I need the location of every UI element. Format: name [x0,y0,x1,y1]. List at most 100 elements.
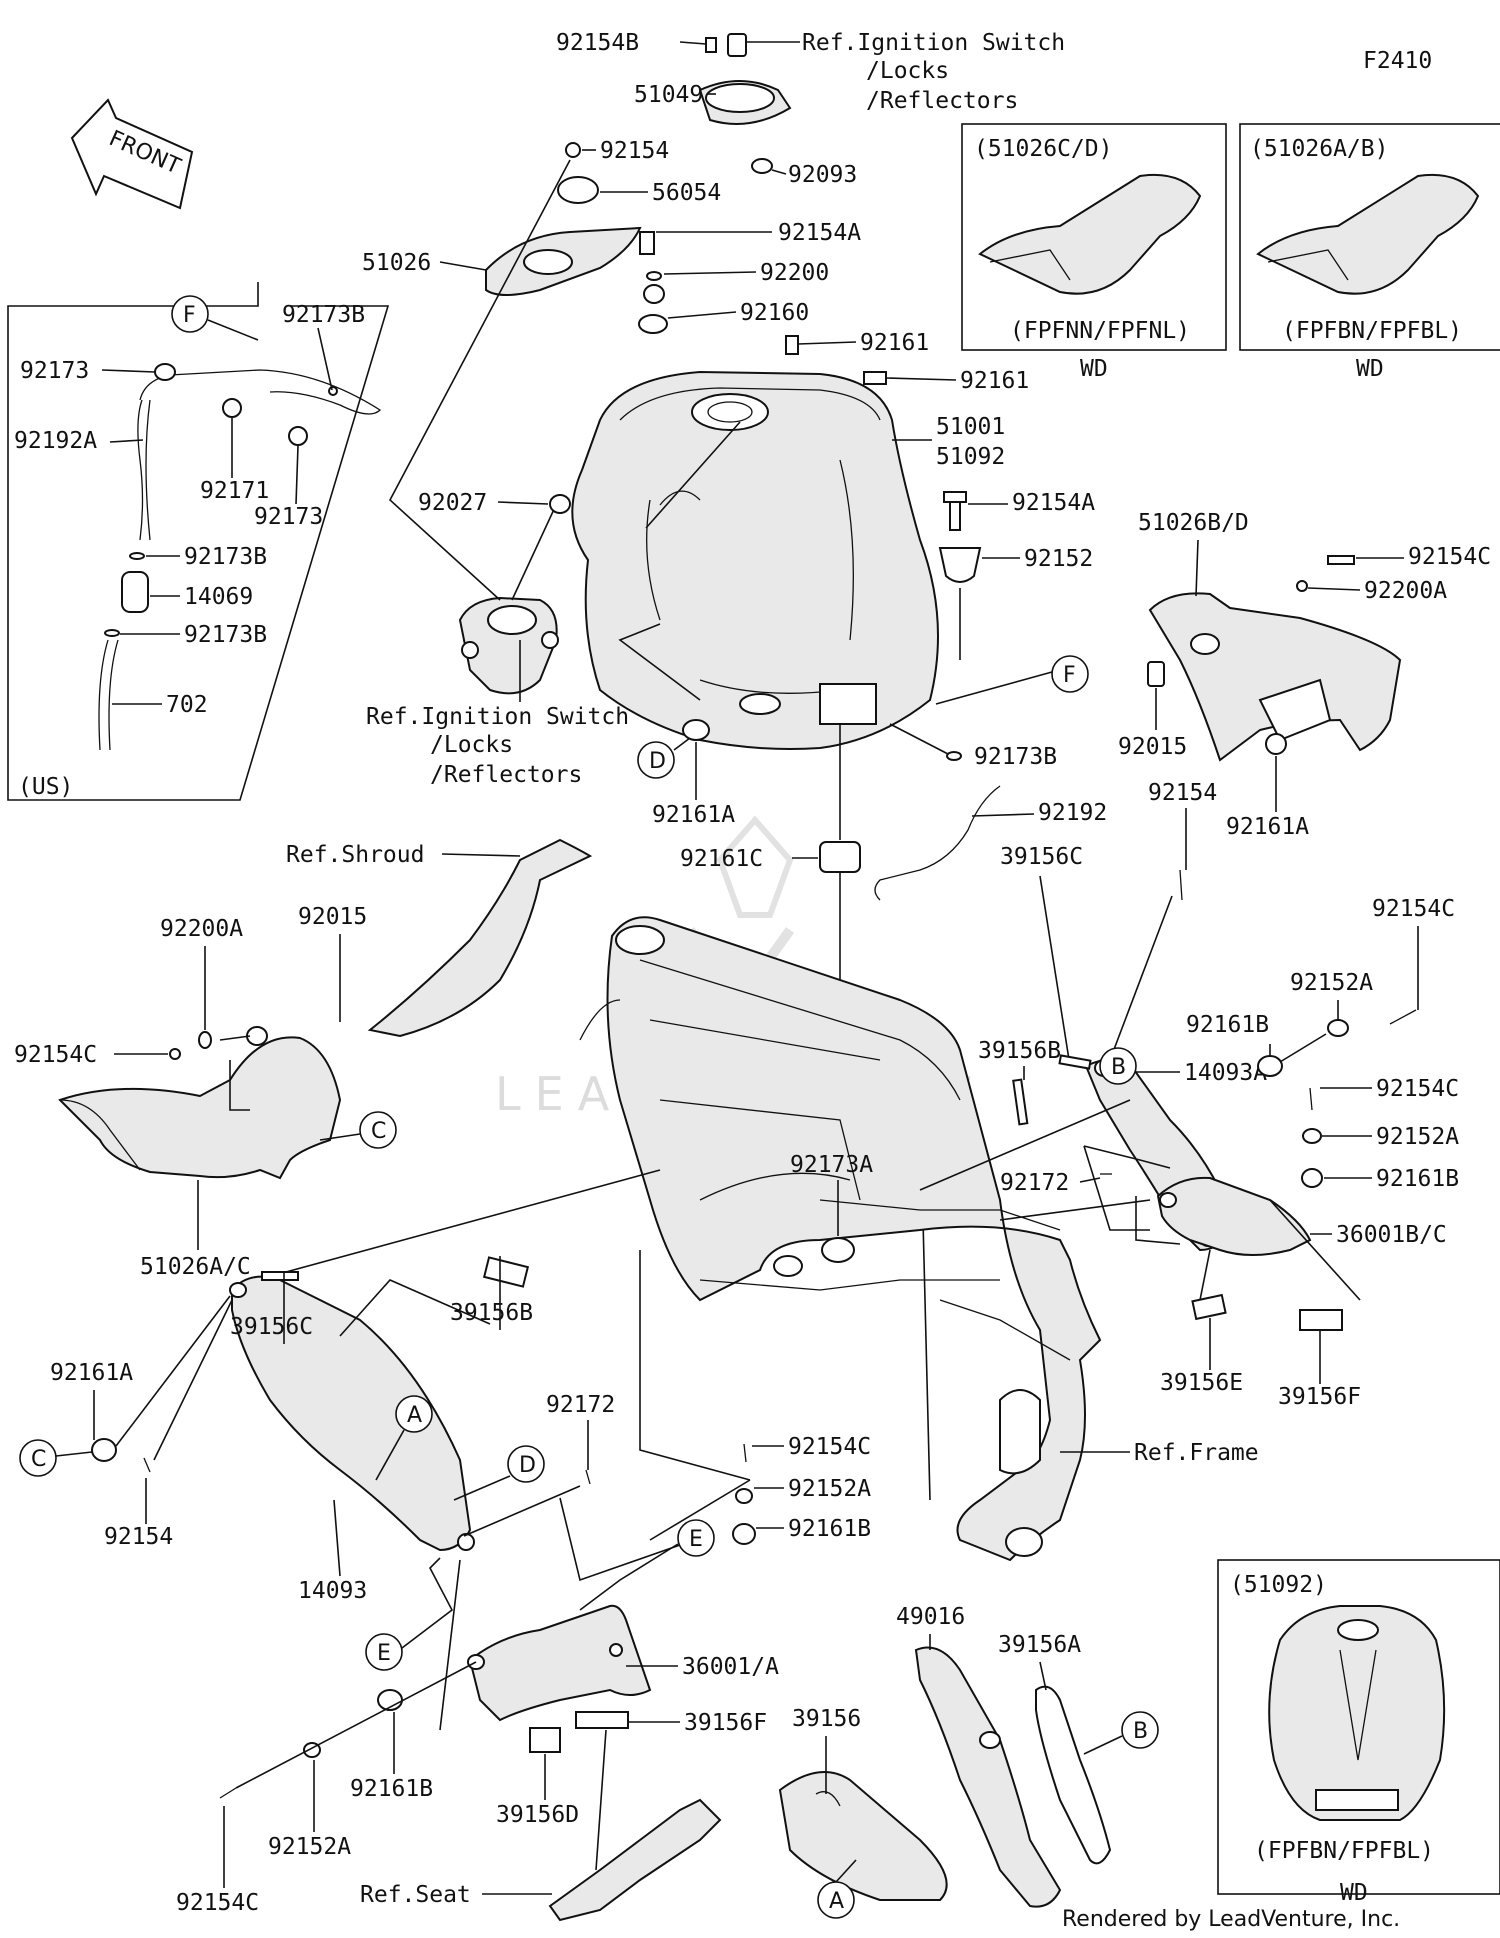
grommet-92161B-r2 [1301,1168,1323,1188]
part-92172-l: 92172 [546,1392,615,1418]
callout-f-circle-tank [1051,655,1089,693]
part-92152A-r: 92152A [1290,970,1373,996]
part-92161B-c: 92161B [788,1516,871,1542]
part-92200: 92200 [760,260,829,286]
callout-e-center: E [689,1527,703,1552]
part-39156B-r: 39156B [978,1038,1061,1064]
part-56054: 56054 [652,180,721,206]
callout-a-side: A [407,1403,422,1428]
front-arrow-icon: FRONT [70,98,194,210]
callout-d-circle-tank [637,741,675,779]
part-51026BD: 51026B/D [1138,510,1249,536]
callout-d-side: D [519,1453,536,1478]
pad-39156B-l [482,1256,530,1288]
pad-39156-part [778,1771,948,1901]
fuel-pump-top-part [638,231,887,385]
part-92161B-r: 92161B [1186,1012,1269,1038]
damper-92161C [819,841,861,873]
cover-49016-part [914,1646,1062,1908]
pad-39156F-r [1299,1309,1343,1331]
part-92154-top: 92154 [600,138,669,164]
ref-ignition-low-2: /Locks [430,732,513,758]
part-92093: 92093 [788,162,857,188]
side-cover-51026AC-part [58,1026,342,1180]
ref-ignition-top-2: /Locks [866,58,949,84]
part-92161B-r2: 92161B [1376,1166,1459,1192]
tank-cover-51026-part [485,142,642,296]
part-92027: 92027 [418,490,487,516]
variant-51092-code: (FPFBN/FPFBL) [1254,1838,1434,1864]
part-92015-r: 92015 [1118,734,1187,760]
part-14093: 14093 [298,1578,367,1604]
part-92154-l: 92154 [104,1524,173,1550]
part-92161A-r: 92161A [1226,814,1309,840]
pad-39156C-r [1058,1054,1092,1070]
part-702: 702 [166,692,208,718]
part-39156C-r: 39156C [1000,844,1083,870]
part-92171: 92171 [200,478,269,504]
callout-a-pad: A [829,1889,844,1914]
variant-51026CD-code: (FPFNN/FPFNL) [1010,318,1190,344]
collar-92152A-r2 [1302,1128,1322,1144]
part-92160: 92160 [740,300,809,326]
part-49016: 49016 [896,1604,965,1630]
callout-c-circle-side [19,1439,57,1477]
part-92161C: 92161C [680,846,763,872]
ref-ignition-top-3: /Reflectors [866,88,1018,114]
part-36001BC: 36001B/C [1336,1222,1447,1248]
grommet-92027 [549,494,571,514]
part-39156F-r: 39156F [1278,1384,1361,1410]
callout-f-tank: F [1063,663,1076,688]
part-92161B-l: 92161B [350,1776,433,1802]
seat-ref-part [548,1798,722,1922]
part-92161-a: 92161 [860,330,929,356]
callout-f-us: F [183,303,196,328]
part-92154C-b: 92154C [176,1890,259,1916]
callout-b-circle-frame [1099,1047,1137,1085]
collar-92152A-c [735,1488,753,1504]
variant-51026CD-note: WD [1080,356,1108,382]
part-92173B-us1: 92173B [282,302,365,328]
part-39156B-l: 39156B [450,1300,533,1326]
pad-39156E [1191,1293,1227,1321]
part-14069: 14069 [184,584,253,610]
part-51001: 51001 [936,414,1005,440]
part-36001A: 36001/A [682,1654,779,1680]
part-92173A: 92173A [790,1152,873,1178]
ref-shroud: Ref.Shroud [286,842,424,868]
collar-92152A-r [1327,1019,1349,1037]
clamp-92173A [821,1237,855,1263]
part-92173B-main: 92173B [974,744,1057,770]
part-51026: 51026 [362,250,431,276]
part-92200A-r: 92200A [1364,578,1447,604]
callout-b-frame: B [1111,1055,1126,1080]
side-panel-14093-part [229,1275,475,1552]
part-92154B: 92154B [556,30,639,56]
us-evap-box: (US) [7,282,390,801]
variant-51026AB-code: (FPFBN/FPFBL) [1282,318,1462,344]
part-92192A: 92192A [14,428,97,454]
callout-a-circle-side [395,1395,433,1433]
clamp-92173B [946,751,962,761]
callout-e-left: E [377,1641,391,1666]
callout-c-circle-cowl [359,1111,397,1149]
variant-51092-note: WD [1340,1880,1368,1906]
part-92152A-l: 92152A [268,1834,351,1860]
variant-51026CD-title: (51026C/D) [974,136,1112,162]
part-51092: 51092 [936,444,1005,470]
bolt-92154A-mid-part [938,491,982,583]
variant-box-51026CD: (51026C/D) (FPFNN/FPFNL) WD [961,123,1227,382]
part-92173-us2: 92173 [254,504,323,530]
pad-39156B-r [1012,1078,1029,1126]
part-92161A-l: 92161A [50,1360,133,1386]
part-39156C-l: 39156C [230,1314,313,1340]
ref-ignition-top-1: Ref.Ignition Switch [802,30,1065,56]
part-92154A-mid: 92154A [1012,490,1095,516]
callout-e-circle-left [365,1633,403,1671]
side-cover-51026BD-part [1147,555,1402,762]
part-14093A: 14093A [1184,1060,1267,1086]
ref-ignition-low-3: /Reflectors [430,762,582,788]
callout-c-cowl: C [371,1119,386,1144]
grommet-92161A-l [91,1438,117,1462]
